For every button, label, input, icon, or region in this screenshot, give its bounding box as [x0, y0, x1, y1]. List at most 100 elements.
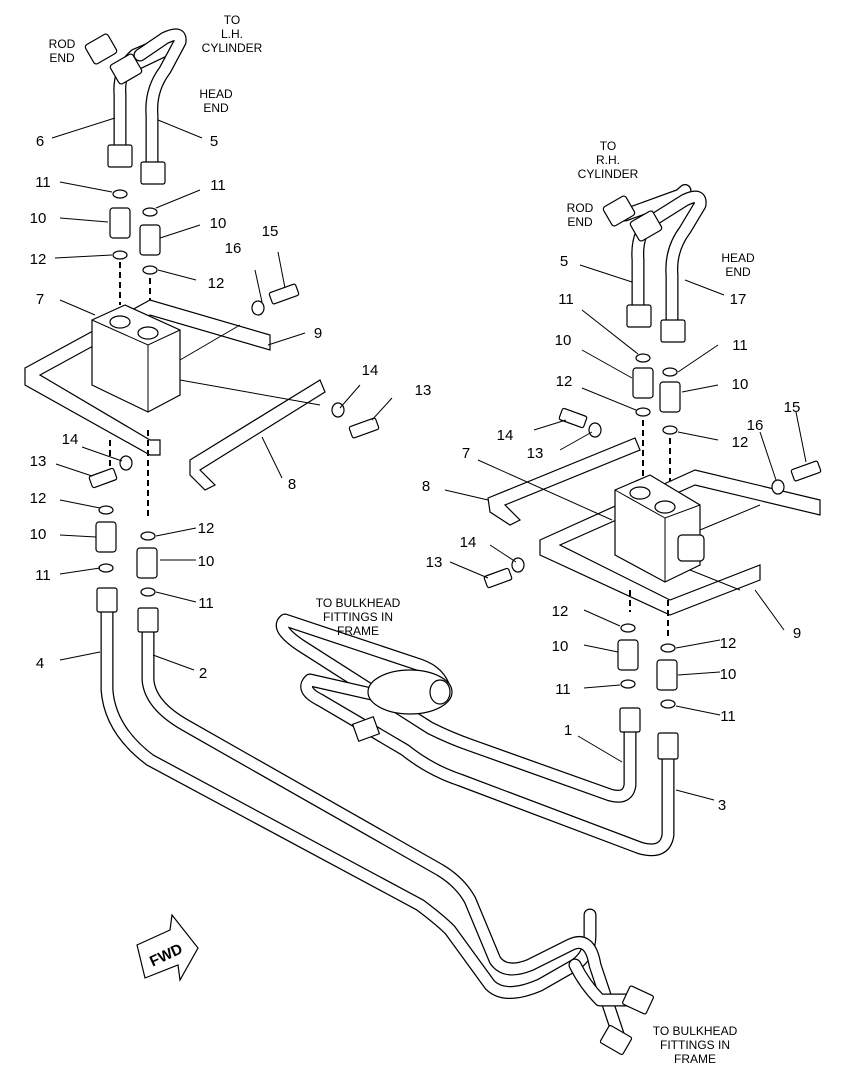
- fitting-10-right-c: [617, 639, 639, 671]
- caption-to-rh-line3: CYLINDER: [578, 167, 639, 181]
- caption-to-rh-line2: R.H.: [596, 153, 620, 167]
- o-ring-11-right-a: [635, 353, 651, 363]
- o-ring-12-left-b: [142, 265, 158, 275]
- o-ring-12-right-a: [635, 407, 651, 417]
- caption-bulkhead-middle-line3: FRAME: [337, 624, 379, 638]
- callout-13-left-b: 13: [30, 453, 47, 470]
- tube-6-nut: [107, 144, 133, 168]
- bolt-13-left-a: [348, 417, 380, 439]
- o-ring-11-left-a: [112, 189, 128, 199]
- tube-nut-bottom-2: [599, 1024, 633, 1056]
- tube-nut-2-top: [137, 607, 159, 633]
- o-ring-12-right-b: [662, 425, 678, 435]
- callout-9-right: 9: [793, 625, 801, 642]
- caption-rod-end-left-line2: END: [49, 51, 75, 65]
- tube-17: [643, 190, 707, 332]
- callout-10-right-d: 10: [720, 666, 737, 683]
- caption-to-bulkhead-bottom: TO BULKHEAD FITTINGS IN FRAME: [653, 1024, 738, 1066]
- callout-11-left-d: 11: [198, 595, 214, 612]
- o-ring-11-left-d: [140, 587, 156, 597]
- callout-3: 3: [718, 797, 726, 814]
- callout-14-left-b: 14: [62, 431, 79, 448]
- tube-5-nut-left: [140, 161, 166, 185]
- callout-15-left: 15: [262, 223, 279, 240]
- callout-11-right-c: 11: [555, 681, 571, 698]
- callout-2: 2: [199, 665, 207, 682]
- callout-5-right: 5: [560, 253, 568, 270]
- callout-9-left: 9: [314, 325, 322, 342]
- tube-nut-4-top: [96, 587, 118, 613]
- callout-10-left-a: 10: [30, 210, 47, 227]
- callout-12-left-d: 12: [198, 520, 215, 537]
- callout-12-right-a: 12: [556, 373, 573, 390]
- callout-11-left-a: 11: [35, 174, 51, 191]
- o-ring-12-right-c: [620, 623, 636, 633]
- rod-end-nut-right: [602, 195, 636, 227]
- callout-11-right-a: 11: [558, 291, 574, 308]
- callout-5-left: 5: [210, 133, 218, 150]
- caption-head-end-left-line2: END: [203, 101, 229, 115]
- callout-1: 1: [564, 722, 572, 739]
- bolt-15-right: [790, 460, 822, 482]
- fitting-10-left-c: [95, 521, 117, 553]
- caption-head-end-left: HEAD END: [199, 87, 233, 115]
- tube-nut-1-top: [619, 707, 641, 733]
- caption-bulkhead-middle-line1: TO BULKHEAD: [316, 596, 401, 610]
- caption-rod-end-right-line2: END: [567, 215, 593, 229]
- callout-14-right-b: 14: [460, 534, 477, 551]
- callout-11-right-b: 11: [732, 337, 748, 354]
- callout-4: 4: [36, 655, 44, 672]
- caption-bulkhead-bottom-line1: TO BULKHEAD: [653, 1024, 738, 1038]
- callout-10-left-b: 10: [210, 215, 227, 232]
- bulkhead-fitting-frame: [351, 669, 453, 742]
- bolt-13-right-b: [483, 567, 513, 589]
- caption-to-lh-cylinder: TO L.H. CYLINDER: [202, 13, 263, 55]
- callout-10-right-b: 10: [732, 376, 749, 393]
- tube-17-nut: [660, 319, 686, 343]
- washer-14-right-a: [588, 422, 602, 438]
- callout-13-right-b: 13: [426, 554, 443, 571]
- caption-head-end-right-line1: HEAD: [721, 251, 755, 265]
- tube-5-left: [133, 28, 187, 172]
- callout-14-right-a: 14: [497, 427, 514, 444]
- caption-to-bulkhead-middle: TO BULKHEAD FITTINGS IN FRAME: [316, 596, 401, 638]
- bolt-13-left-b: [88, 467, 118, 489]
- head-end-nut-left: [109, 53, 143, 85]
- caption-bulkhead-middle-line2: FITTINGS IN: [323, 610, 393, 624]
- rod-end-nut-left: [84, 33, 118, 65]
- o-ring-11-right-c: [620, 679, 636, 689]
- valve-block-7-right: [614, 474, 705, 583]
- o-ring-11-left-c: [98, 563, 114, 573]
- callout-8-left: 8: [288, 476, 296, 493]
- fitting-10-left-a: [109, 207, 131, 239]
- caption-head-end-right: HEAD END: [721, 251, 755, 279]
- o-ring-12-left-c: [98, 505, 114, 515]
- callout-13-right-a: 13: [527, 445, 544, 462]
- o-ring-12-left-d: [140, 531, 156, 541]
- tube-assembly-3: [300, 673, 675, 857]
- callout-11-left-c: 11: [35, 567, 51, 584]
- leader-lines: [51, 117, 807, 801]
- o-ring-12-right-d: [660, 643, 676, 653]
- tube-nut-bottom-1: [622, 985, 654, 1015]
- washer-16-right: [771, 479, 785, 495]
- fitting-10-right-a: [632, 367, 654, 399]
- callout-12-left-b: 12: [208, 275, 225, 292]
- callout-10-left-c: 10: [30, 526, 47, 543]
- caption-to-rh-line1: TO: [600, 139, 616, 153]
- bolt-15-left: [268, 283, 300, 305]
- o-ring-11-right-d: [660, 699, 676, 709]
- callout-15-right: 15: [784, 399, 801, 416]
- callout-12-right-b: 12: [732, 434, 749, 451]
- caption-head-end-left-line1: HEAD: [199, 87, 233, 101]
- callout-10-right-a: 10: [555, 332, 572, 349]
- washer-16-left: [251, 300, 265, 316]
- tube-assembly-1: [275, 613, 637, 803]
- forward-direction-arrow: FWD: [136, 913, 199, 982]
- caption-to-rh-cylinder: TO R.H. CYLINDER: [578, 139, 639, 181]
- tube-assembly-2-branch: [568, 958, 647, 1007]
- caption-head-end-right-line2: END: [725, 265, 751, 279]
- callout-14-left-a: 14: [362, 362, 379, 379]
- tube-nut-3-top: [657, 732, 679, 760]
- fitting-10-left-d: [136, 547, 158, 579]
